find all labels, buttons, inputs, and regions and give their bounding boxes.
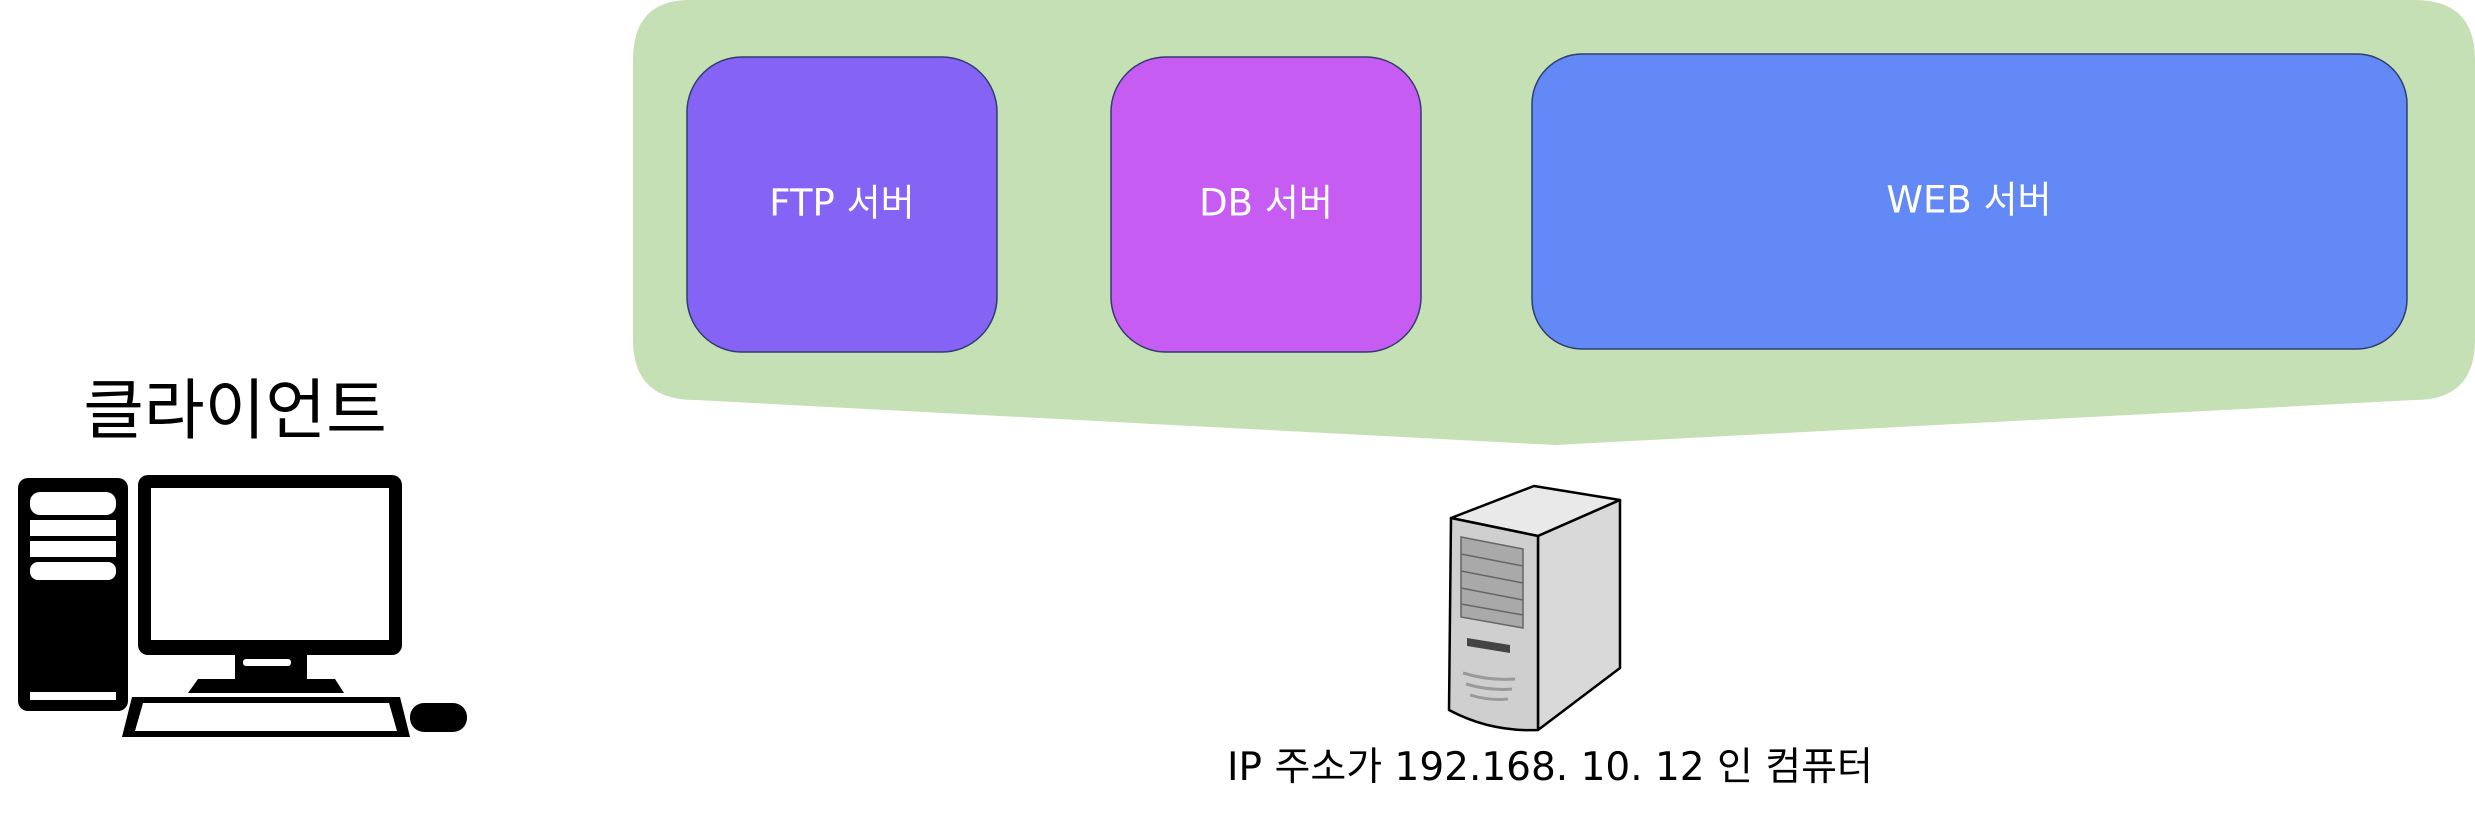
client-label: 클라이언트	[83, 372, 387, 449]
server-tower-icon	[1447, 484, 1622, 732]
ftp-server-rect	[686, 56, 998, 353]
web-server-rect	[1531, 53, 2408, 350]
web-server-label: WEB 서버	[1886, 179, 2051, 222]
web-server-box: WEB 서버	[1531, 53, 2408, 350]
db-server-rect	[1110, 56, 1422, 353]
ftp-server-label: FTP 서버	[769, 182, 914, 225]
ftp-server-box: FTP 서버	[686, 56, 998, 353]
db-server-label: DB 서버	[1199, 182, 1333, 225]
db-server-box: DB 서버	[1110, 56, 1422, 353]
server-label: IP 주소가 192.168. 10. 12 인 컴퓨터	[1227, 745, 1873, 790]
desktop-computer-icon	[18, 475, 467, 737]
